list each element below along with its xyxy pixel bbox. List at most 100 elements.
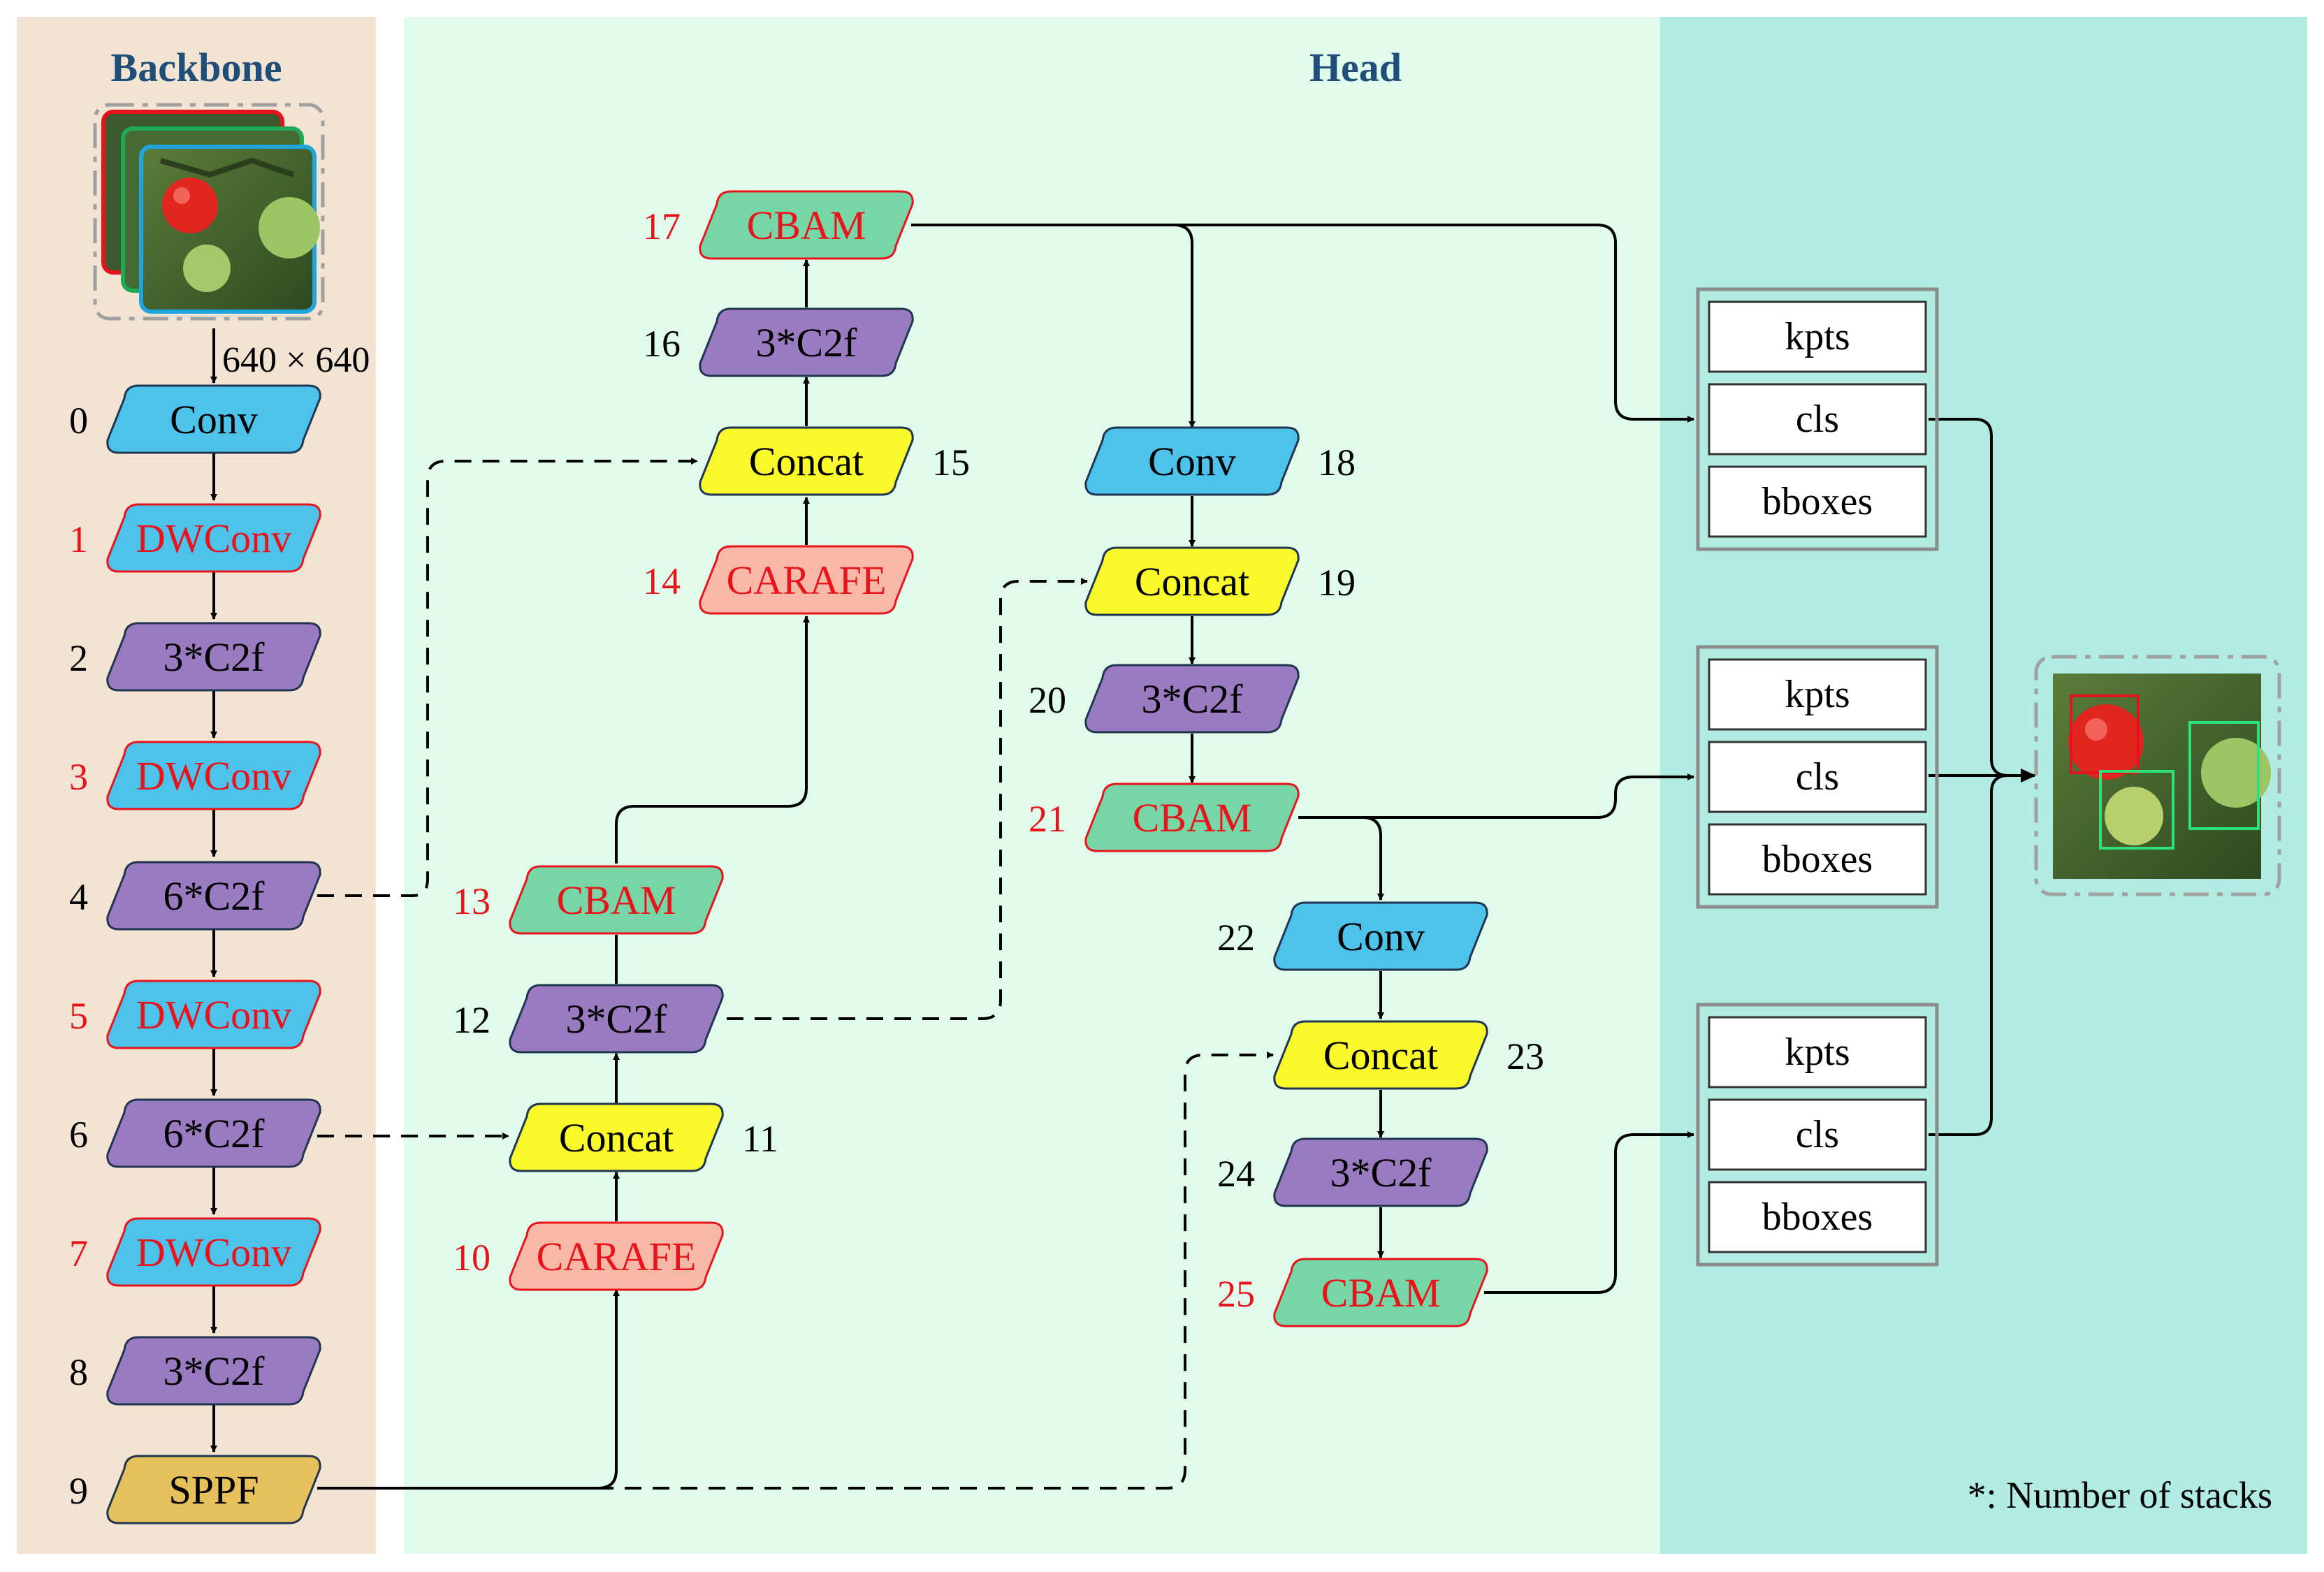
output-head-3: kpts cls bboxes — [1696, 1003, 1939, 1267]
module-22-index: 22 — [1217, 917, 1255, 959]
module-21-cbam: CBAM 21 — [1029, 783, 1300, 852]
module-3-label: DWConv — [136, 753, 291, 799]
head-title: Head — [1309, 45, 1402, 90]
module-21-shape — [1084, 783, 1300, 852]
module-0-index: 0 — [69, 400, 88, 442]
module-11-label: Concat — [559, 1115, 674, 1160]
module-9-label: SPPF — [168, 1467, 259, 1513]
module-15-shape — [699, 426, 914, 496]
module-6-shape — [106, 1098, 321, 1168]
module-15-label: Concat — [749, 439, 864, 484]
module-12-index: 12 — [453, 999, 491, 1041]
module-7-shape — [106, 1217, 321, 1287]
module-6-index: 6 — [69, 1114, 88, 1156]
output-3-bboxes: bboxes — [1762, 1195, 1873, 1239]
module-10-carafe: CARAFE 10 — [453, 1221, 724, 1291]
module-4-shape — [106, 861, 321, 931]
module-19-label: Concat — [1135, 559, 1249, 604]
module-4-index: 4 — [69, 876, 88, 918]
module-22-label: Conv — [1337, 914, 1425, 959]
output-3-kpts: kpts — [1785, 1031, 1850, 1074]
module-1-shape — [106, 503, 321, 573]
module-23-shape — [1273, 1020, 1488, 1090]
module-0-shape — [106, 384, 321, 454]
module-12-c2f: 3*C2f 12 — [453, 984, 724, 1054]
module-5-label: DWConv — [136, 992, 291, 1038]
module-3-index: 3 — [69, 756, 88, 798]
module-23-label: Concat — [1323, 1033, 1438, 1078]
module-11-index: 11 — [742, 1118, 778, 1160]
module-6-label: 6*C2f — [164, 1111, 266, 1156]
output-2-bboxes: bboxes — [1762, 838, 1873, 881]
module-10-label: CARAFE — [537, 1234, 697, 1279]
module-21-index: 21 — [1029, 798, 1066, 840]
module-4-c2f: 6*C2f 4 — [69, 861, 321, 931]
input-size-label: 640 × 640 — [222, 340, 370, 380]
input-image-stack — [93, 103, 325, 321]
edge-21-out2 — [1298, 773, 1694, 819]
module-15-concat: Concat 15 — [699, 426, 970, 496]
module-7-label: DWConv — [136, 1230, 291, 1275]
output-3-cls: cls — [1796, 1113, 1839, 1156]
module-20-shape — [1084, 664, 1300, 734]
module-9-index: 9 — [69, 1470, 88, 1512]
module-22-conv: Conv 22 — [1217, 901, 1488, 971]
module-7-index: 7 — [69, 1232, 88, 1274]
module-12-label: 3*C2f — [566, 996, 668, 1042]
result-image — [2034, 655, 2281, 896]
module-19-shape — [1084, 546, 1300, 616]
module-24-shape — [1273, 1137, 1488, 1207]
module-10-shape — [509, 1221, 724, 1291]
module-21-label: CBAM — [1133, 795, 1252, 840]
edge-out3-merge — [1929, 774, 2009, 1136]
edge-25-out3 — [1484, 1131, 1694, 1294]
module-3-shape — [106, 741, 321, 810]
output-1-kpts: kpts — [1785, 315, 1850, 358]
module-2-shape — [106, 622, 321, 692]
module-13-label: CBAM — [557, 878, 676, 923]
module-9-shape — [106, 1455, 321, 1524]
module-7-conv: DWConv 7 — [69, 1217, 321, 1287]
module-8-index: 8 — [69, 1351, 88, 1393]
module-4-label: 6*C2f — [164, 873, 266, 919]
module-17-label: CBAM — [747, 203, 866, 248]
module-1-index: 1 — [69, 518, 88, 560]
module-19-index: 19 — [1318, 562, 1356, 604]
module-6-c2f: 6*C2f 6 — [69, 1098, 321, 1168]
module-25-index: 25 — [1217, 1273, 1255, 1315]
module-11-shape — [509, 1102, 724, 1172]
module-5-shape — [106, 980, 321, 1049]
module-1-label: DWConv — [136, 516, 291, 561]
module-nodes: Conv0DWConv13*C2f2DWConv36*C2f4DWConv56*… — [69, 190, 1544, 1524]
module-9-sppf: SPPF 9 — [69, 1455, 321, 1524]
module-0-conv: Conv 0 — [69, 384, 321, 454]
module-10-index: 10 — [453, 1237, 491, 1279]
edge-13-14 — [615, 616, 810, 864]
module-20-index: 20 — [1029, 679, 1066, 721]
neck-panel — [404, 17, 1660, 1554]
output-1-bboxes: bboxes — [1762, 480, 1873, 523]
module-5-index: 5 — [69, 995, 88, 1037]
output-head-1: kpts cls bboxes — [1696, 287, 1939, 551]
edge-12-19-skip — [727, 578, 1088, 1020]
module-17-shape — [699, 190, 914, 260]
module-15-index: 15 — [932, 442, 970, 483]
module-19-concat: Concat 19 — [1084, 546, 1356, 616]
edge-9-23-skip — [317, 1051, 1274, 1490]
module-25-shape — [1273, 1258, 1488, 1327]
edge-17-out1 — [911, 224, 1694, 423]
module-1-conv: DWConv 1 — [69, 503, 321, 573]
module-0-label: Conv — [170, 397, 258, 442]
module-5-conv: DWConv 5 — [69, 980, 321, 1049]
module-12-shape — [509, 984, 724, 1054]
output-2-kpts: kpts — [1785, 673, 1850, 716]
